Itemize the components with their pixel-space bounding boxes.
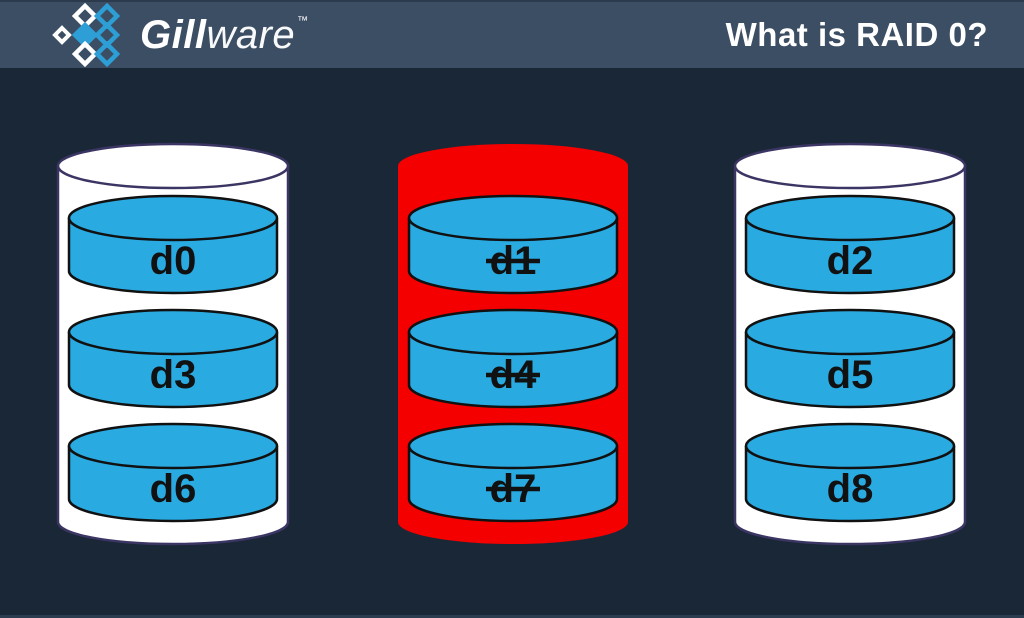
block-label: d5 [827,353,874,397]
data-block-d6: d6 [67,422,279,523]
data-block-d5: d5 [744,308,956,409]
gillware-diamond-logo-icon [52,3,121,67]
data-block-d0: d0 [67,194,279,295]
block-label: d3 [150,353,197,397]
block-top [744,308,956,356]
block-top [744,194,956,242]
brand-name-light: ware [206,13,296,57]
block-label: d8 [827,467,874,511]
brand-name-bold: Gill [140,13,207,57]
block-label: d6 [150,467,197,511]
data-block-d4-lost: d4 [407,308,619,409]
block-label: d0 [150,239,197,283]
page-title: What is RAID 0? [725,16,988,53]
drive-cylinder-healthy-1: d0 d3 d6 [56,142,290,546]
block-top [407,194,619,242]
block-top [67,422,279,470]
drive-top-rim [733,142,967,190]
block-top [744,422,956,470]
drive-top-failed [398,144,628,188]
block-top [67,194,279,242]
block-top [407,308,619,356]
drive-cylinder-healthy-2: d2 d5 d8 [733,142,967,546]
drive-cylinder-failed: d1 d4 d7 [398,144,628,544]
block-top [67,308,279,356]
block-label: d2 [827,239,874,283]
block-top [407,422,619,470]
bottom-edge-divider [0,615,1024,618]
trademark-symbol: ™ [297,15,309,27]
drive-top-rim [56,142,290,190]
data-block-d2: d2 [744,194,956,295]
data-block-d3: d3 [67,308,279,409]
data-block-d8: d8 [744,422,956,523]
data-block-d7-lost: d7 [407,422,619,523]
data-block-d1-lost: d1 [407,194,619,295]
